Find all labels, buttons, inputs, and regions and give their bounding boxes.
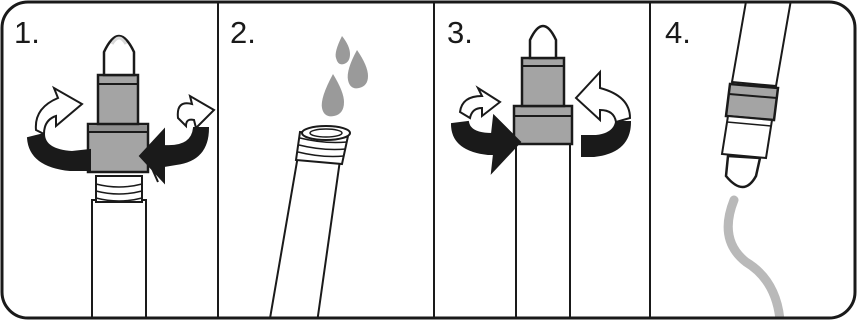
marker-barrel (516, 142, 570, 320)
ink-stroke-icon (728, 200, 780, 320)
threaded-neck (96, 176, 142, 202)
marker-barrel (92, 200, 146, 320)
water-drops-icon (322, 36, 368, 116)
twist-left-arrow-icon (452, 88, 520, 172)
open-marker-barrel (268, 126, 350, 320)
marker-nib (104, 36, 134, 75)
step-number-4: 4. (665, 15, 691, 50)
step-number-1: 1. (14, 15, 40, 50)
panel-4: 4. (665, 0, 792, 320)
step-number-2: 2. (230, 15, 256, 50)
twist-left-arrow-icon (28, 88, 90, 170)
panel-2: 2. (230, 15, 368, 320)
panel-3: 3. (447, 15, 630, 320)
marker-nib (530, 26, 556, 58)
panel-1: 1. (14, 15, 214, 320)
twist-right-arrow-icon (140, 96, 214, 182)
step-number-3: 3. (447, 15, 473, 50)
twist-right-arrow-icon (576, 72, 630, 156)
marker-icon (722, 0, 792, 187)
